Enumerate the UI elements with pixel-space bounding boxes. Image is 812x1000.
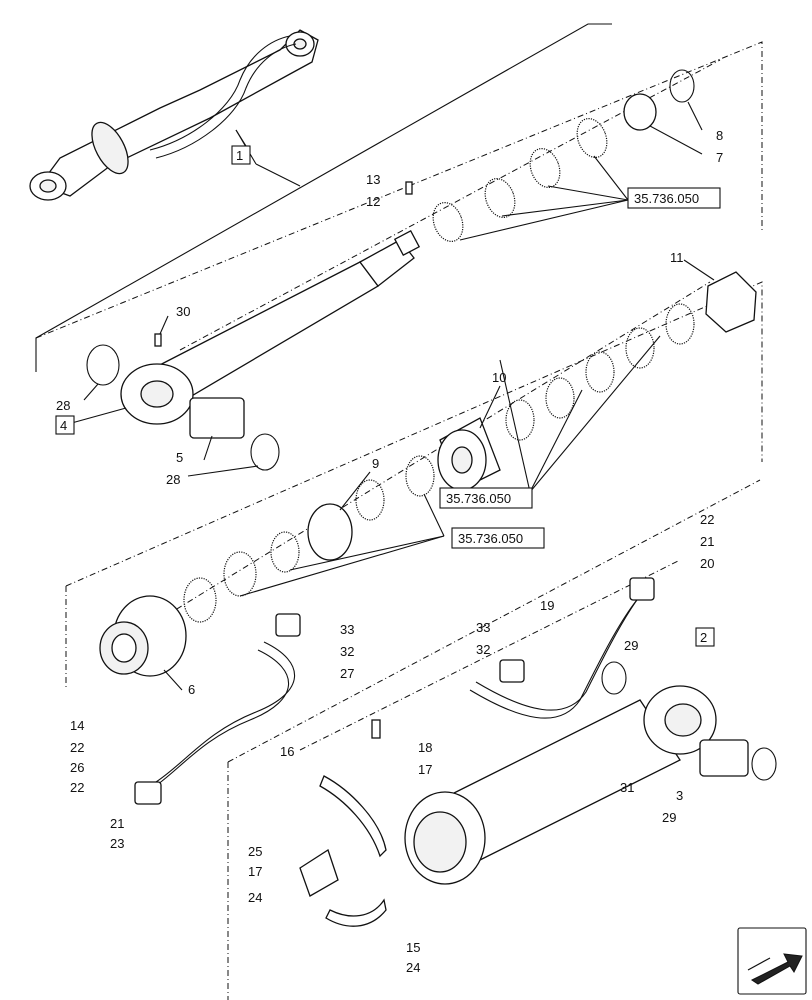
callout-30: 30 [176,304,190,319]
callout-13: 13 [366,172,380,187]
callout-23: 23 [110,836,124,851]
callout-33-left: 33 [340,622,354,637]
callout-32-right: 32 [476,642,490,657]
callout-28-upper: 28 [56,398,70,413]
callout-4: 4 [60,418,67,433]
callout-14: 14 [70,718,84,733]
reference-35-736-050-middle: 35.736.050 [446,491,511,506]
callout-9: 9 [372,456,379,471]
callout-labels: 1 2 3 4 5 6 7 8 9 10 11 12 13 14 15 16 1… [55,128,723,975]
rod-eye-parts [86,344,280,471]
callout-12: 12 [366,194,380,209]
next-page-arrow-icon[interactable] [737,927,807,995]
leader-lines [67,101,715,691]
cylinder-assembly-overview [29,29,319,201]
callout-3: 3 [676,788,683,803]
callout-31: 31 [620,780,634,795]
callout-24-lower: 24 [406,960,420,975]
clamps-and-fasteners [134,181,655,927]
callout-25: 25 [248,844,262,859]
callout-7: 7 [716,150,723,165]
callout-15: 15 [406,940,420,955]
rod-seals [432,69,695,242]
piston-components [183,271,757,623]
assembly-frames [35,23,763,1000]
callout-6: 6 [188,682,195,697]
callout-21-left: 21 [110,816,124,831]
callout-29-upper: 29 [624,638,638,653]
callout-17-lower: 17 [248,864,262,879]
callout-27: 27 [340,666,354,681]
reference-35-736-050-upper: 35.736.050 [634,191,699,206]
callout-21-right: 21 [700,534,714,549]
callout-26: 26 [70,760,84,775]
callout-18: 18 [418,740,432,755]
callout-32-left: 32 [340,644,354,659]
callout-10: 10 [492,370,506,385]
callout-11: 11 [670,250,684,265]
callout-28-lower: 28 [166,472,180,487]
callout-22-left-a: 22 [70,740,84,755]
reference-35-736-050-lower: 35.736.050 [458,531,523,546]
piston-rod [120,229,421,425]
callout-1: 1 [236,148,243,163]
callout-33-right: 33 [476,620,490,635]
callout-24-upper: 24 [248,890,262,905]
callout-29-lower: 29 [662,810,676,825]
callout-5: 5 [176,450,183,465]
callout-19: 19 [540,598,554,613]
reference-boxes: 35.736.050 35.736.050 35.736.050 [439,187,721,549]
callout-2: 2 [700,630,707,645]
callout-16: 16 [280,744,294,759]
callout-20: 20 [700,556,714,571]
callout-22-left-b: 22 [70,780,84,795]
cylinder-tube [404,661,777,885]
hydraulic-pipes [149,587,647,791]
callout-22-right: 22 [700,512,714,527]
callout-17-upper: 17 [418,762,432,777]
cylinder-head [99,595,187,677]
callout-8: 8 [716,128,723,143]
